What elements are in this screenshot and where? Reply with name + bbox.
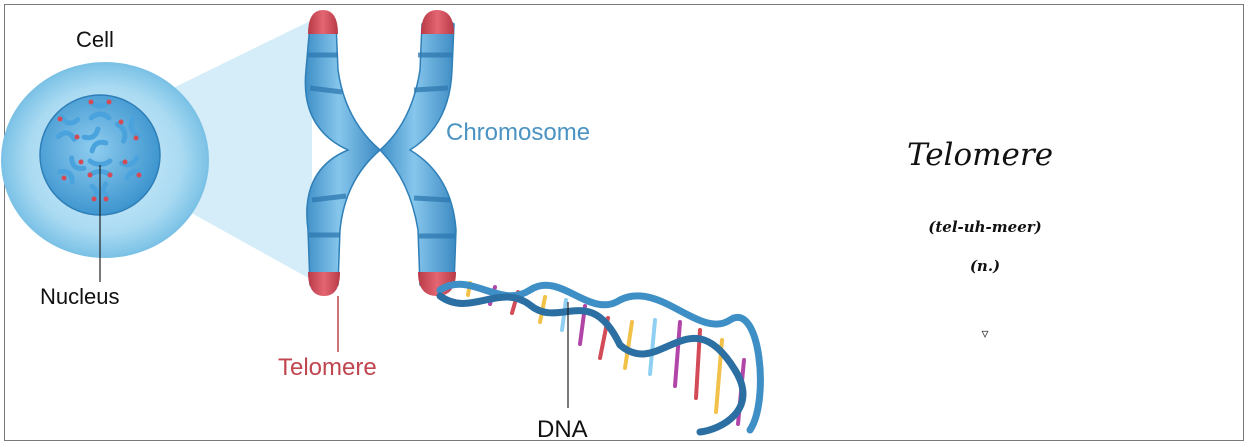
- definition-term: Telomere: [906, 137, 1054, 173]
- telomere-cap-top-right: [421, 10, 454, 34]
- chromosome: [304, 10, 457, 296]
- definition-pronunciation: (tel-uh-meer): [928, 218, 1042, 236]
- mini-telomeres: [57, 99, 142, 202]
- telomere-cap-top-left: [308, 10, 338, 34]
- dna-strand-b: [436, 292, 747, 436]
- nucleus-label: Nucleus: [40, 284, 119, 309]
- dna-helix: [436, 280, 764, 436]
- chromosome-bands: [308, 52, 455, 239]
- chromosome-arm-left: [304, 18, 382, 293]
- definition-part-of-speech: (n.): [969, 257, 1001, 275]
- zoom-cone: [118, 20, 312, 280]
- chromosome-arm-right: [378, 17, 457, 293]
- cell-label: Cell: [76, 27, 114, 52]
- triangle-ornament-icon: ▿: [981, 325, 989, 341]
- telomere-cap-bottom-left: [308, 272, 340, 296]
- chromosome-label: Chromosome: [446, 119, 590, 146]
- telomere-label: Telomere: [278, 354, 377, 381]
- dna-label: DNA: [537, 416, 588, 443]
